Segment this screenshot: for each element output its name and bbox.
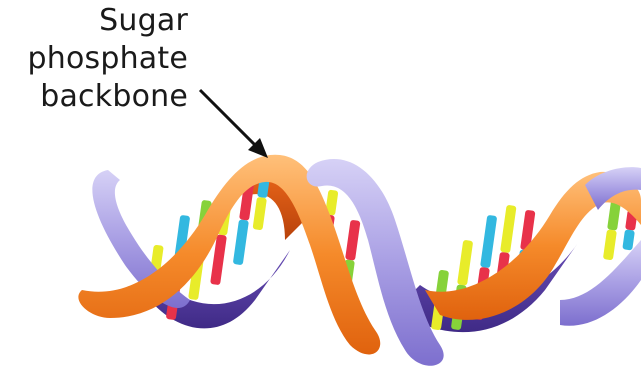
base-half: [457, 240, 473, 286]
sugar-phosphate-strand-purple: [560, 240, 641, 326]
base-half: [233, 219, 249, 265]
base-half: [603, 229, 617, 260]
label-line-1: Sugar: [6, 2, 188, 40]
base-half: [622, 229, 635, 250]
label-line-3: backbone: [6, 78, 188, 116]
arrow-line: [200, 90, 258, 148]
base-half: [345, 220, 360, 261]
base-half: [500, 205, 517, 253]
base-half: [253, 197, 267, 231]
base-half: [480, 215, 497, 268]
label-line-2: phosphate: [6, 40, 188, 78]
backbone-label: Sugar phosphate backbone: [6, 2, 188, 116]
